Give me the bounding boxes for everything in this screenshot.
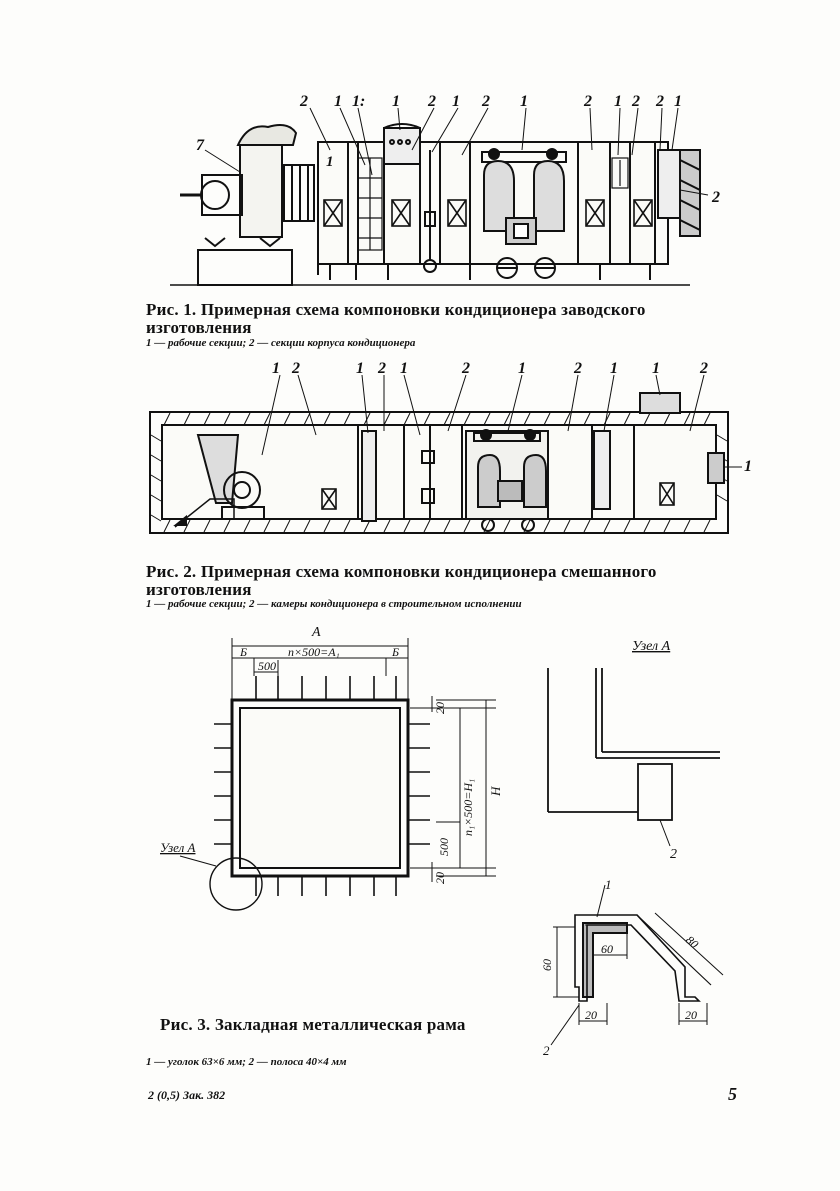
figure-1-drawing: 2 1 1: 1 2 1 2 1 2 1 2 2 1 7 1 2: [170, 93, 720, 286]
fig1-label-top-5: 2: [427, 93, 436, 110]
fig3-dim-top-formula: n×500=A₁: [288, 645, 340, 659]
fig3-dim-20-bottom: 20: [433, 872, 447, 884]
fig3-dim-20-top: 20: [433, 702, 447, 714]
profile-dim-20-right: 20: [685, 1008, 697, 1022]
fig1-label-top-9: 2: [583, 93, 592, 110]
node-a-detail-drawing: Узел А 2: [547, 639, 720, 862]
detail-title: Узел А: [632, 639, 671, 654]
footer-print-info: 2 (0,5) Зак. 382: [148, 1088, 226, 1102]
fig3-dim-B-left: Б: [239, 645, 247, 659]
figure-3-caption-legend: 1 — уголок 63×6 мм; 2 — полоса 40×4 мм: [146, 1056, 347, 1068]
fig2-label-top-10: 1: [652, 360, 660, 377]
profile-label-1: 1: [605, 877, 612, 892]
fig2-label-top-9: 1: [610, 360, 618, 377]
fig1-label-top-8: 1: [520, 93, 528, 110]
figure-3-frame-drawing: А Б n×500=A₁ Б 500 20 n₁×500=H₁ H 500 20…: [160, 625, 503, 911]
profile-dim-60-vertical: 60: [540, 959, 554, 971]
figure-2-caption-legend: 1 — рабочие секции; 2 — камеры кондицион…: [146, 598, 522, 610]
page-number: 5: [728, 1084, 737, 1104]
fig1-label-inner: 1: [326, 154, 334, 170]
fig3-dim-A: А: [311, 625, 321, 640]
fig1-label-top-3: 1:: [352, 93, 365, 110]
figure-2-drawing: 1 2 1 2 1 2 1 2 1 1 2 1: [149, 360, 752, 534]
fig2-label-top-3: 1: [356, 360, 364, 377]
fig1-label-top-12: 2: [655, 93, 664, 110]
fig2-label-top-2: 2: [291, 360, 300, 377]
fig2-label-top-5: 1: [400, 360, 408, 377]
fig3-dim-500-side: 500: [437, 838, 451, 856]
figure-1-caption-title: Рис. 1. Примерная схема компоновки конди…: [146, 300, 646, 337]
fig3-dim-500-top: 500: [258, 659, 276, 673]
profile-dim-20-left: 20: [585, 1008, 597, 1022]
fig2-label-top-4: 2: [377, 360, 386, 377]
fig2-label-right: 1: [744, 458, 752, 475]
fig1-label-top-10: 1: [614, 93, 622, 110]
fig2-label-top-11: 2: [699, 360, 708, 377]
figure-3-caption-title: Рис. 3. Закладная металлическая рама: [160, 1015, 466, 1034]
fig1-label-top-13: 1: [674, 93, 682, 110]
fig1-label-top-2: 1: [334, 93, 342, 110]
fig2-label-top-7: 1: [518, 360, 526, 377]
detail-label-2: 2: [670, 847, 677, 862]
fig1-label-top-11: 2: [631, 93, 640, 110]
fig2-label-top-1: 1: [272, 360, 280, 377]
profile-label-2: 2: [543, 1043, 550, 1058]
fig1-label-top-1: 2: [299, 93, 308, 110]
angle-profile-drawing: 1 60 60 20 20 80 2: [540, 877, 724, 1058]
fig1-label-top-6: 1: [452, 93, 460, 110]
fig2-label-top-8: 2: [573, 360, 582, 377]
fig3-node-label: Узел А: [160, 840, 196, 855]
figure-2-caption-title: Рис. 2. Примерная схема компоновки конди…: [146, 562, 657, 599]
fig1-label-top-7: 2: [481, 93, 490, 110]
fig1-label-left: 7: [196, 137, 205, 154]
figure-1-caption-legend: 1 — рабочие секции; 2 — секции корпуса к…: [146, 337, 416, 349]
fig3-dim-side-formula: n₁×500=H₁: [461, 779, 475, 836]
profile-dim-80: 80: [683, 933, 701, 951]
profile-dim-60-horizontal: 60: [601, 942, 613, 956]
fig3-dim-B-right: Б: [391, 645, 399, 659]
fig1-label-top-4: 1: [392, 93, 400, 110]
fig2-label-top-6: 2: [461, 360, 470, 377]
fig1-label-right: 2: [711, 189, 720, 206]
fig3-dim-H: H: [488, 786, 503, 797]
